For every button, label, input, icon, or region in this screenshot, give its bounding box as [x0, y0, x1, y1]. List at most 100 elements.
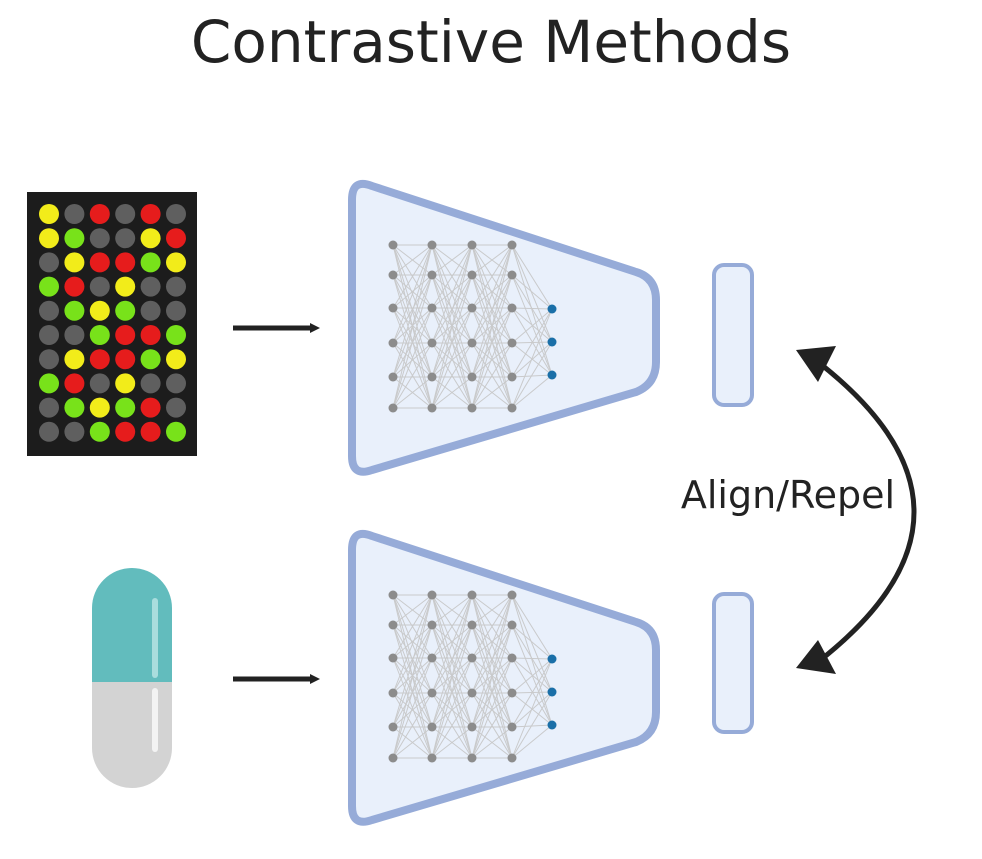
- network-node: [427, 240, 437, 250]
- microarray-spot: [115, 300, 136, 321]
- network-node: [467, 688, 477, 698]
- network-node: [467, 270, 477, 280]
- microarray-spot: [39, 300, 59, 321]
- microarray-spot: [166, 300, 186, 321]
- network-node: [388, 688, 398, 698]
- network-node: [467, 753, 477, 763]
- microarray-spot: [64, 421, 85, 442]
- encoder-bottom: [348, 529, 660, 826]
- network-node: [388, 303, 398, 313]
- microarray-spot: [140, 252, 161, 273]
- arrowhead-down: [796, 640, 836, 674]
- network-node: [427, 372, 437, 382]
- network-node: [427, 753, 437, 763]
- embedding-vector-bottom: [712, 592, 754, 734]
- double-headed-curved-arrow-icon: [816, 360, 917, 664]
- microarray-spot: [39, 397, 59, 418]
- network-node: [388, 753, 398, 763]
- microarray-spot: [89, 300, 110, 321]
- encoder-top: [348, 179, 660, 476]
- network-node: [507, 722, 517, 732]
- capsule-bottom-highlight: [152, 688, 158, 752]
- microarray-spot: [115, 276, 136, 297]
- microarray-spot: [115, 252, 136, 273]
- network-output-node: [547, 654, 557, 664]
- microarray-spot: [39, 276, 59, 297]
- microarray-spot: [64, 373, 85, 394]
- network-output-node: [547, 337, 557, 347]
- microarray-spot: [89, 349, 110, 370]
- microarray-spot: [166, 349, 186, 370]
- page-title: Contrastive Methods: [190, 8, 792, 76]
- microarray-spot: [166, 397, 186, 418]
- network-node: [507, 270, 517, 280]
- network-node: [467, 653, 477, 663]
- network-node: [388, 590, 398, 600]
- network-node: [388, 338, 398, 348]
- microarray-spot: [166, 228, 186, 249]
- network-node: [467, 303, 477, 313]
- microarray-spot: [39, 252, 59, 273]
- network-node: [467, 590, 477, 600]
- microarray-spot: [89, 228, 110, 249]
- network-node: [427, 653, 437, 663]
- network-output-node: [547, 720, 557, 730]
- microarray-spot: [140, 421, 161, 442]
- network-node: [388, 620, 398, 630]
- network-node: [467, 372, 477, 382]
- network-node: [507, 688, 517, 698]
- network-node: [388, 270, 398, 280]
- neural-network-icon: [388, 240, 557, 413]
- microarray-spot: [64, 204, 85, 224]
- capsule-top-highlight: [152, 598, 158, 678]
- microarray-spot: [140, 325, 161, 345]
- network-node: [507, 240, 517, 250]
- network-node: [388, 653, 398, 663]
- microarray-spot: [64, 349, 85, 370]
- network-output-node: [547, 687, 557, 697]
- microarray-spot: [115, 204, 136, 224]
- network-node: [507, 653, 517, 663]
- microarray-icon: [27, 192, 197, 456]
- microarray-spot: [89, 252, 110, 273]
- capsule-top-half: [92, 568, 172, 682]
- microarray-spot: [89, 421, 110, 442]
- microarray-spot: [140, 228, 161, 249]
- microarray-spot: [115, 421, 136, 442]
- network-node: [467, 620, 477, 630]
- microarray-spot: [115, 397, 136, 418]
- microarray-spot: [89, 325, 110, 345]
- network-node: [507, 753, 517, 763]
- network-output-node: [547, 304, 557, 314]
- microarray-spot: [64, 397, 85, 418]
- capsule-bottom-half: [92, 682, 172, 788]
- network-node: [427, 270, 437, 280]
- microarray-spot: [64, 276, 85, 297]
- network-node: [388, 722, 398, 732]
- embedding-vector-top: [712, 263, 754, 407]
- network-node: [427, 303, 437, 313]
- network-node: [388, 372, 398, 382]
- microarray-spot: [166, 276, 186, 297]
- microarray-spot: [140, 373, 161, 394]
- microarray-spot: [89, 373, 110, 394]
- network-node: [427, 722, 437, 732]
- network-connections: [392, 244, 553, 409]
- network-node: [427, 688, 437, 698]
- microarray-spot: [39, 373, 59, 394]
- align-repel-label: Align/Repel: [681, 473, 895, 517]
- network-node: [467, 722, 477, 732]
- microarray-spot: [115, 349, 136, 370]
- network-node: [507, 620, 517, 630]
- microarray-spot: [115, 373, 136, 394]
- network-connections: [392, 594, 553, 759]
- microarray-spot: [140, 204, 161, 224]
- arrowhead-up: [796, 346, 836, 382]
- microarray-spot: [64, 228, 85, 249]
- network-node: [507, 403, 517, 413]
- network-node: [467, 338, 477, 348]
- network-node: [507, 303, 517, 313]
- microarray-spot: [166, 325, 186, 345]
- microarray-spot: [64, 325, 85, 345]
